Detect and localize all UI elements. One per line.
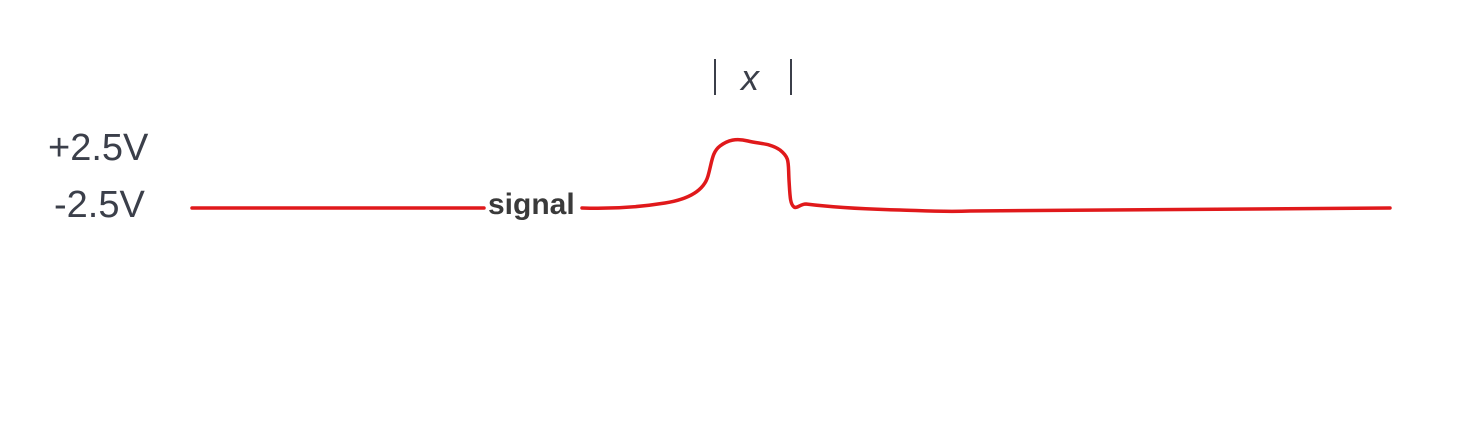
marker-x-label: x [741,57,759,98]
voltage-high-label: +2.5V [48,127,149,169]
marker-right-bar [790,59,792,95]
signal-label: signal [487,188,576,221]
signal-trace [190,137,1392,214]
voltage-low-label: -2.5V [54,184,145,226]
marker-left-bar [714,59,716,95]
